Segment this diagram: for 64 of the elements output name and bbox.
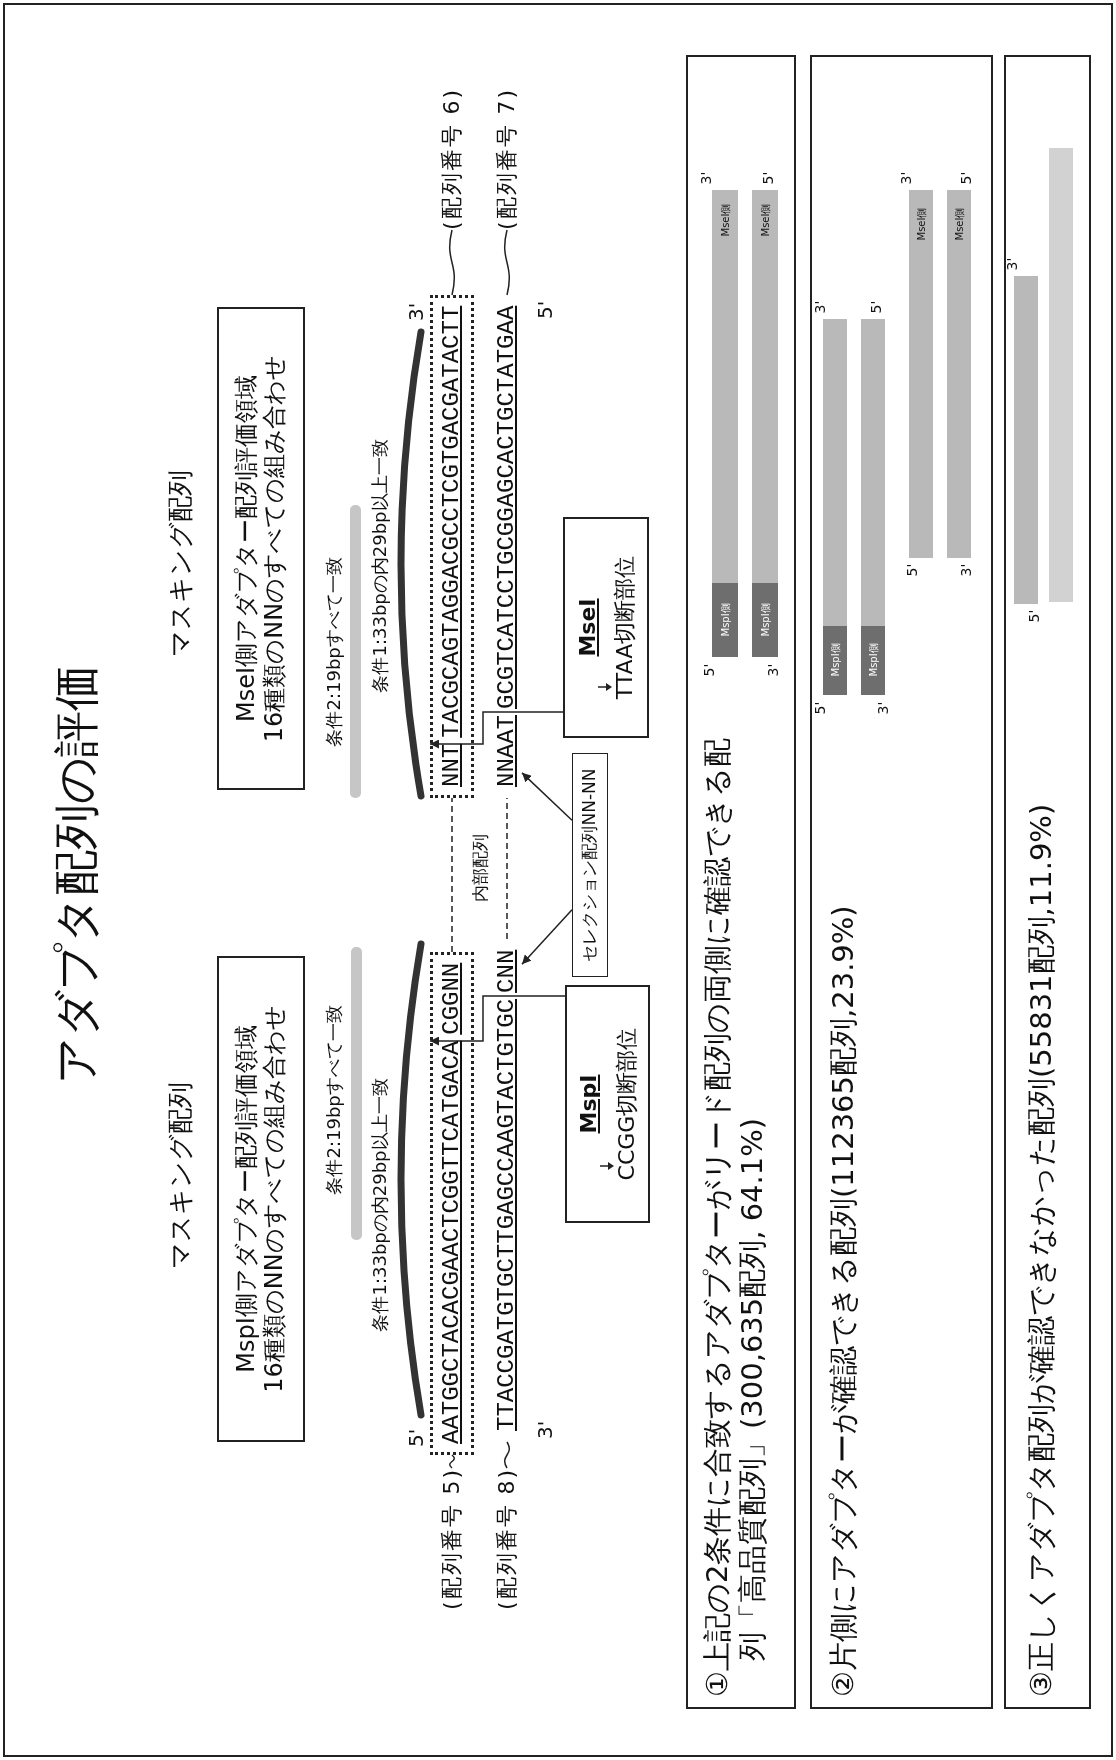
leader-line <box>504 229 510 296</box>
condition-label: 条件1:33bpの内29bp以上一致 <box>370 1078 390 1332</box>
end-label: 3' <box>875 701 891 715</box>
sequence-id-label: (配列番号 8) <box>493 1467 520 1610</box>
end-label: 3' <box>534 1420 556 1439</box>
cut-site-arrow <box>429 995 566 1046</box>
condition-label: 条件2:19bpすべて一致 <box>324 557 344 747</box>
panel-text: ②片側にアダプターが確認できる配列(112365配列,23.9%) <box>826 904 861 1697</box>
bar-label: MseI側 <box>915 207 927 241</box>
dashed-line <box>506 797 508 940</box>
sequence-box: AATGGCTACACGAACTCGGTTCATGACACGGNN <box>430 951 474 1455</box>
box-text: MseI側アダプター配列評価領域 <box>233 374 261 723</box>
end-label: 5' <box>812 701 828 715</box>
bar-label: MseI側 <box>953 207 965 241</box>
sequence-text: NNAATGCGTCATCCTGCGGAGCACTGCTATGAA <box>492 304 521 789</box>
end-label: 3' <box>405 302 427 321</box>
end-label: 5' <box>904 563 920 577</box>
end-label: 5' <box>405 1428 427 1447</box>
sequence-id-label: (配列番号 6) <box>438 87 465 230</box>
bar-label: MseI側 <box>719 203 731 237</box>
dashed-line <box>451 797 453 953</box>
cut-site-arrow <box>429 711 564 749</box>
title: アダプタ配列の評価 <box>48 664 104 1084</box>
end-label: 3' <box>898 171 914 185</box>
section-heading: マスキング配列 <box>165 469 195 657</box>
sequence-box: NNTTACGCAGTAGGACGCCTCGTGACGATACTT <box>430 294 474 798</box>
condition-label: 条件1:33bpの内29bp以上一致 <box>370 439 390 693</box>
end-label: 5' <box>534 300 556 319</box>
box-text: MspI側アダプター配列評価領域 <box>233 1025 261 1373</box>
sequence-id-label: (配列番号 5) <box>438 1467 465 1610</box>
end-label: 3' <box>812 300 828 314</box>
end-label: 3' <box>958 563 974 577</box>
end-label: 5' <box>701 663 717 677</box>
leader-line <box>449 1454 455 1469</box>
arrow <box>521 772 573 821</box>
leader-line <box>449 229 455 296</box>
end-label: 5' <box>1026 609 1042 623</box>
bar-label: MspI側 <box>719 603 731 637</box>
sequence-id-label: (配列番号 7) <box>493 87 520 230</box>
end-label: 5' <box>868 300 884 314</box>
end-label: 5' <box>760 171 776 185</box>
cut-site-text: TTAA切断部位 <box>612 555 638 700</box>
bar-label: MspI側 <box>829 643 841 677</box>
end-label: 5' <box>958 171 974 185</box>
section-heading: マスキング配列 <box>165 1081 195 1269</box>
end-label: 3' <box>765 663 781 677</box>
condition-label: 条件2:19bpすべて一致 <box>324 1005 344 1195</box>
bar-label: MseI側 <box>759 203 771 237</box>
enzyme-name: MspI <box>576 1074 602 1134</box>
leader-line <box>504 1441 510 1469</box>
panel-text: ③正しくアダプタ配列が確認できなかった配列(55831配列,11.9%) <box>1024 802 1059 1697</box>
cut-site-text: CCGG切断部位 <box>613 1027 639 1181</box>
selection-box: セレクション配列NN-NN <box>572 753 608 977</box>
bar-label: MspI側 <box>759 603 771 637</box>
region-label: 内部配列 <box>470 834 490 902</box>
end-label: 3' <box>698 171 714 185</box>
arrow <box>521 909 573 965</box>
sequence-text: TTACCGATGTGCTTGAGCCAAGTACTGTGCCNN <box>492 948 521 1433</box>
bar-label: MspI側 <box>867 643 879 677</box>
enzyme-name: MseI <box>574 598 600 657</box>
box-text: 16種類のNNのすべての組み合わせ <box>261 354 289 743</box>
panel-text: ①上記の2条件に合致するアダプターがリード配列の両側に確認できる配列「高品質配列」(300,635配列, 64.1%) <box>700 737 770 1697</box>
end-label: 3' <box>1004 257 1020 271</box>
box-text: 16種類のNNのすべての組み合わせ <box>261 1005 289 1393</box>
